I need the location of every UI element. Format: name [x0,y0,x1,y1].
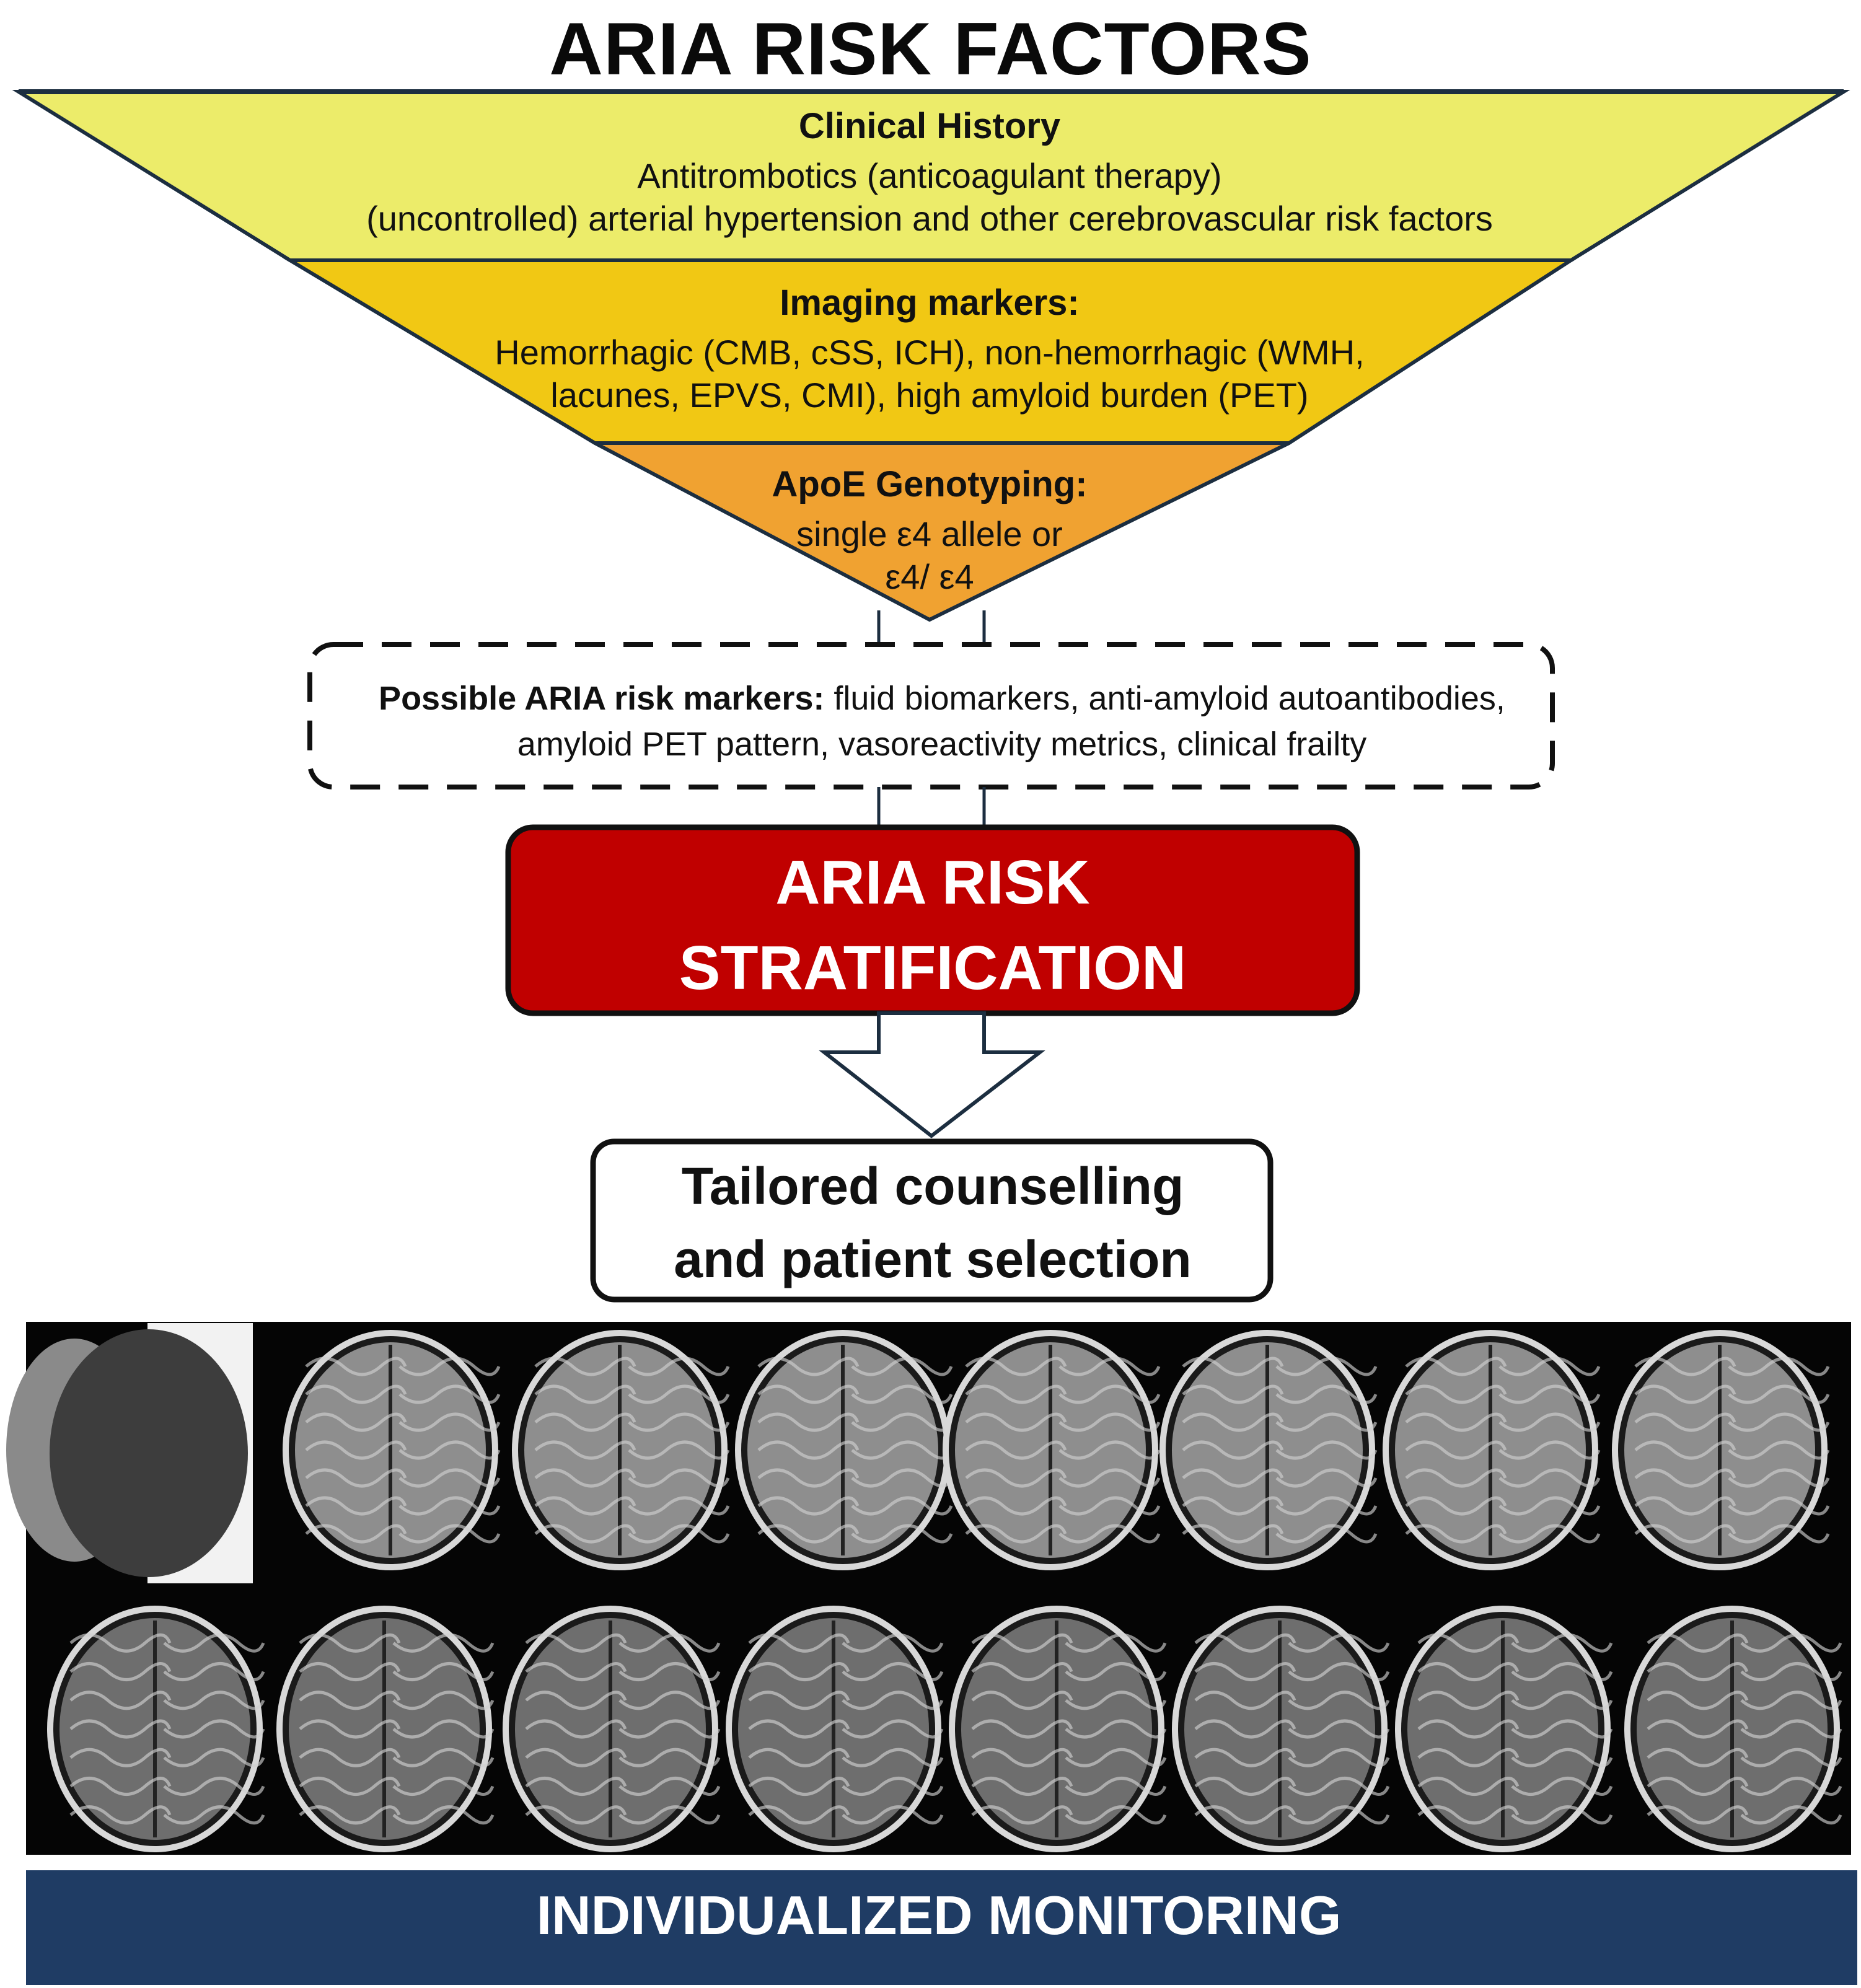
clinical-history-line-2: (uncontrolled) arterial hypertension and… [366,199,1493,238]
risk-stratification-text: ARIA RISK STRATIFICATION [508,840,1357,1011]
apoe-genotyping-title: ApoE Genotyping: [772,464,1088,504]
funnel-layer-apoe-genotyping [594,441,1290,622]
tailored-counselling-box [590,1138,1274,1303]
possible-markers-box [307,642,1555,789]
possible-markers-text: Possible ARIA risk markers: fluid biomar… [335,675,1549,767]
imaging-markers-block: Imaging markers: Hemorrhagic (CMB, cSS, … [372,282,1487,415]
tailored-counselling-text: Tailored counselling and patient selecti… [595,1150,1270,1296]
tailored-counselling-line-2: and patient selection [674,1230,1192,1288]
apoe-genotyping-line-2: ε4/ ε4 [885,557,974,596]
apoe-genotyping-line-1: single ε4 allele or [796,514,1063,553]
risk-stratification-line-2: STRATIFICATION [679,933,1187,1003]
imaging-markers-line-2: lacunes, EPVS, CMI), high amyloid burden… [550,376,1309,415]
tailored-counselling-line-1: Tailored counselling [681,1157,1184,1215]
monitoring-label: INDIVIDUALIZED MONITORING [536,1885,1342,1946]
page-title: ARIA RISK FACTORS [549,7,1312,90]
risk-stratification-line-1: ARIA RISK [775,848,1090,917]
down-arrow [819,1011,1045,1138]
possible-markers-label: Possible ARIA risk markers: [379,680,825,717]
clinical-history-block: Clinical History Antitrombotics (anticoa… [186,105,1673,239]
imaging-markers-line-1: Hemorrhagic (CMB, cSS, ICH), non-hemorrh… [495,333,1365,372]
mri-scans [6,1323,1842,1852]
clinical-history-line-1: Antitrombotics (anticoagulant therapy) [637,156,1222,195]
clinical-history-title: Clinical History [798,106,1061,146]
possible-markers-line-1: fluid biomarkers, anti-amyloid autoantib… [824,680,1505,717]
monitoring-bar [26,1870,1857,1985]
possible-markers-line-2: amyloid PET pattern, vasoreactivity metr… [517,726,1367,763]
apoe-genotyping-block: ApoE Genotyping: single ε4 allele or ε4/… [682,464,1177,597]
imaging-markers-title: Imaging markers: [780,283,1080,323]
